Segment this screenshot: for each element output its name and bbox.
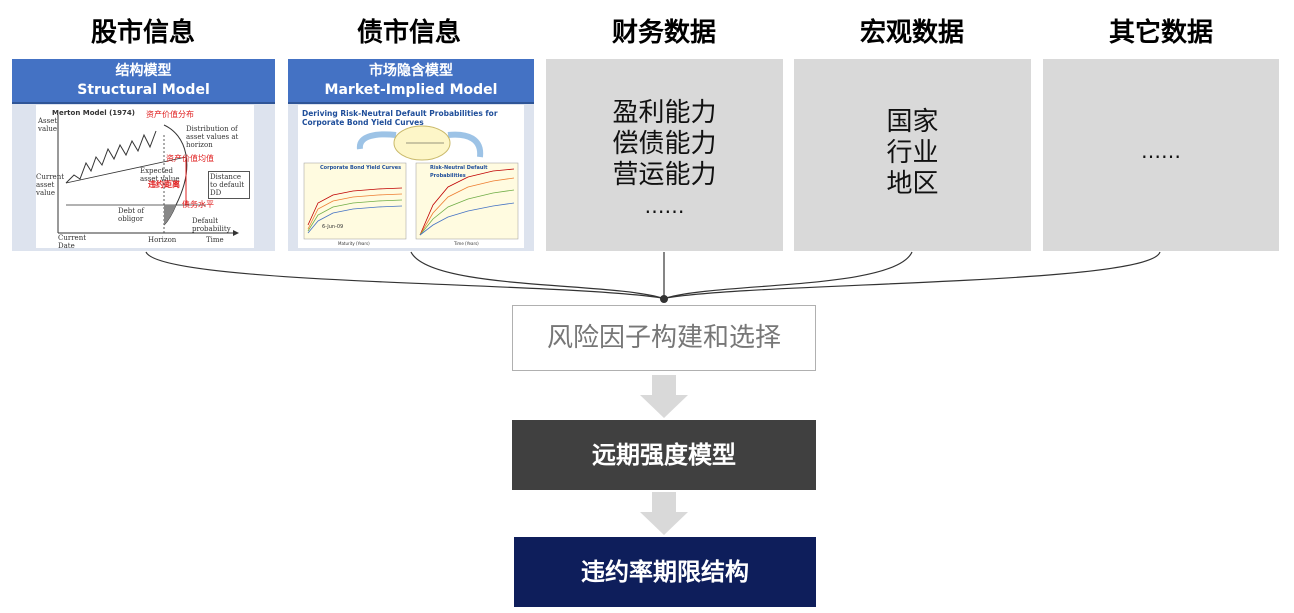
annotation-debt-level: 债务水平 [182,200,214,209]
structural-model-header: 结构模型 Structural Model [12,59,275,104]
factor-selection-box: 风险因子构建和选择 [512,305,816,371]
financial-item-profitability: 盈利能力 [612,98,717,128]
merton-model-plot [57,115,239,236]
other-item-more: …… [1141,138,1181,163]
flow-arrow-1 [640,375,688,418]
financial-item-more: …… [644,194,685,218]
market-implied-figure: Deriving Risk-Neutral Default Probabilit… [298,105,524,248]
left-chart-title: Corporate Bond Yield Curves [320,165,402,171]
right-chart-xlabel: Time (Years) [454,241,479,246]
title-other: 其它数据 [1108,18,1213,48]
forward-intensity-model-box: 远期强度模型 [512,420,816,490]
connector-stock [145,251,663,299]
other-data-list: …… [1141,136,1181,167]
financial-item-operation: 营运能力 [612,160,717,190]
macro-data-panel: 国家 行业 地区 [794,59,1031,251]
annotation-asset-distribution: 资产价值分布 [146,110,194,119]
other-data-panel: …… [1043,59,1279,251]
horizon-label: Horizon [148,236,177,244]
current-asset-value-label: Current asset value [36,173,65,197]
market-implied-header: 市场隐含模型 Market-Implied Model [288,59,534,104]
market-fig-title: Deriving Risk-Neutral Default Probabilit… [302,109,498,127]
title-macro: 宏观数据 [859,18,964,48]
connector-other [665,251,1161,299]
market-implied-plots [303,125,519,240]
distribution-label: Distribution of asset values at horizon [186,125,239,149]
macro-item-country: 国家 [886,106,939,137]
structural-header-en: Structural Model [77,82,210,98]
market-header-en: Market-Implied Model [324,82,498,98]
time-label: Time [206,236,224,244]
default-term-structure-box: 违约率期限结构 [514,537,816,607]
debt-label: Debt of obligor [118,207,145,223]
connector-bond [410,251,663,299]
current-date-label: Current Date [58,234,87,250]
macro-data-list: 国家 行业 地区 [886,107,938,200]
title-bond: 债市信息 [356,18,461,48]
macro-item-industry: 行业 [886,137,939,168]
asset-value-label: Asset value [38,117,58,133]
left-chart-xlabel: Maturity (Years) [338,241,370,246]
financial-item-solvency: 偿债能力 [612,129,717,159]
annotation-asset-mean: 资产价值均值 [166,154,214,163]
macro-item-region: 地区 [886,168,939,199]
annotation-distance-to-default: 违约距离 [148,180,180,189]
merton-model-figure: Merton Model (1974) Asset value Current … [36,105,254,250]
flow-arrow-2 [640,492,688,535]
title-stock: 股市信息 [90,18,195,48]
connector-macro [665,251,913,299]
default-probability-label: Default probability [192,217,231,233]
market-implied-panel: 市场隐含模型 Market-Implied Model Deriving Ris… [288,59,534,251]
structural-model-panel: 结构模型 Structural Model Merton Model (1974… [12,59,275,251]
distance-to-default-label: Distance to default DD [208,171,250,199]
connector-junction [660,295,668,303]
financial-data-panel: 盈利能力 偿债能力 营运能力 …… [546,59,783,251]
left-chart-date: 6-Jun-09 [322,224,344,230]
market-header-cn: 市场隐含模型 [369,63,453,79]
right-chart-title: Risk-Neutral Default Probabilities [430,165,488,179]
expected-asset-value-label: Expected asset value [140,167,180,183]
merton-title: Merton Model (1974) [52,109,135,117]
title-financial: 财务数据 [611,18,716,48]
financial-data-list: 盈利能力 偿债能力 营运能力 …… [612,98,716,222]
structural-header-cn: 结构模型 [115,63,172,79]
